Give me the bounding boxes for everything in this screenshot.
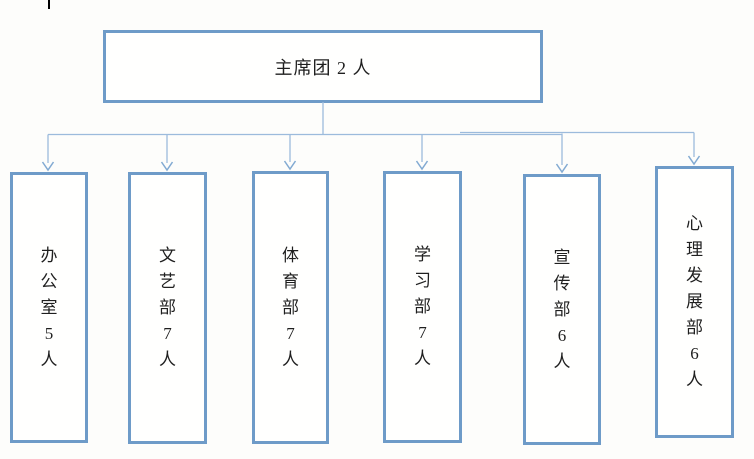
root-box-presidium: 主席团 2 人 <box>103 30 543 103</box>
root-box-label: 主席团 2 人 <box>274 57 372 78</box>
arrowhead-icon-5 <box>555 163 569 174</box>
arrowhead-icon-4 <box>415 160 429 171</box>
arrowhead-icon-3 <box>283 160 297 171</box>
arrowhead-icon-6 <box>687 155 701 166</box>
arrowhead-icon-2 <box>160 161 174 172</box>
text-cursor-artifact <box>48 0 50 9</box>
arrowhead-icon-1 <box>41 161 55 172</box>
